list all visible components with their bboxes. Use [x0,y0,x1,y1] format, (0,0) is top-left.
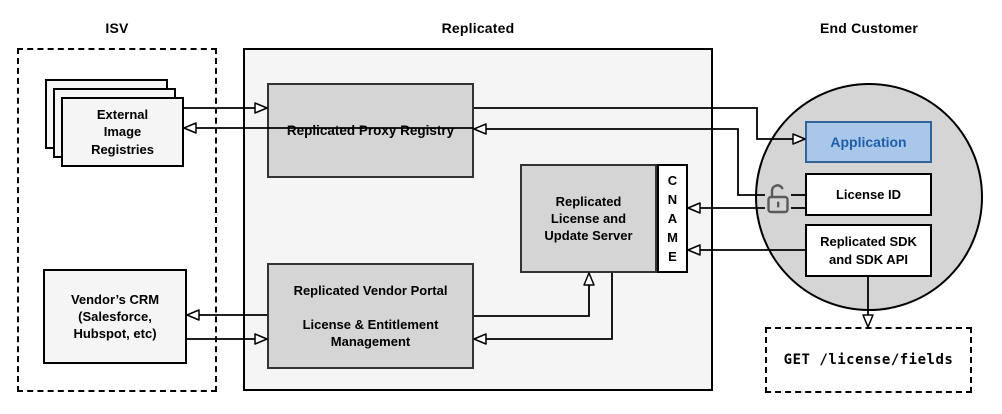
get-license-fields-node: GET /license/fields [765,327,972,393]
section-label-end-customer: End Customer [819,20,919,36]
cname-letter: C [667,173,678,188]
isv-container [17,48,217,392]
proxy-registry-node: Replicated Proxy Registry [267,83,474,178]
vendor-portal-node: Replicated Vendor Portal License & Entit… [267,263,474,369]
vendors-crm-label: Vendor’s CRM (Salesforce, Hubspot, etc) [70,291,160,342]
license-id-node: License ID [805,173,932,216]
vendor-portal-title: Replicated Vendor Portal [293,282,448,298]
application-node: Application [805,121,932,163]
external-image-registries-node: External Image Registries [61,97,184,167]
cname-letter: M [667,230,678,245]
proxy-registry-label: Replicated Proxy Registry [286,122,455,138]
cname-node: C N A M E [657,164,688,273]
license-update-server-label: Replicated License and Update Server [544,193,633,244]
cname-letter: E [668,249,677,264]
vendors-crm-node: Vendor’s CRM (Salesforce, Hubspot, etc) [43,269,187,364]
cname-letter: N [667,192,678,207]
external-image-registries-label: External Image Registries [91,107,154,157]
license-update-server-node: Replicated License and Update Server [520,164,657,273]
replicated-sdk-label: Replicated SDK and SDK API [820,234,917,267]
section-label-isv: ISV [105,20,129,36]
vendor-portal-subtitle: License & Entitlement Management [302,316,439,350]
cname-letter: A [667,211,678,226]
section-label-replicated: Replicated [441,20,515,36]
replicated-sdk-node: Replicated SDK and SDK API [805,224,932,277]
unlock-icon [767,184,789,214]
application-label: Application [830,133,907,150]
license-id-label: License ID [835,186,902,202]
get-license-fields-label: GET /license/fields [783,351,954,368]
